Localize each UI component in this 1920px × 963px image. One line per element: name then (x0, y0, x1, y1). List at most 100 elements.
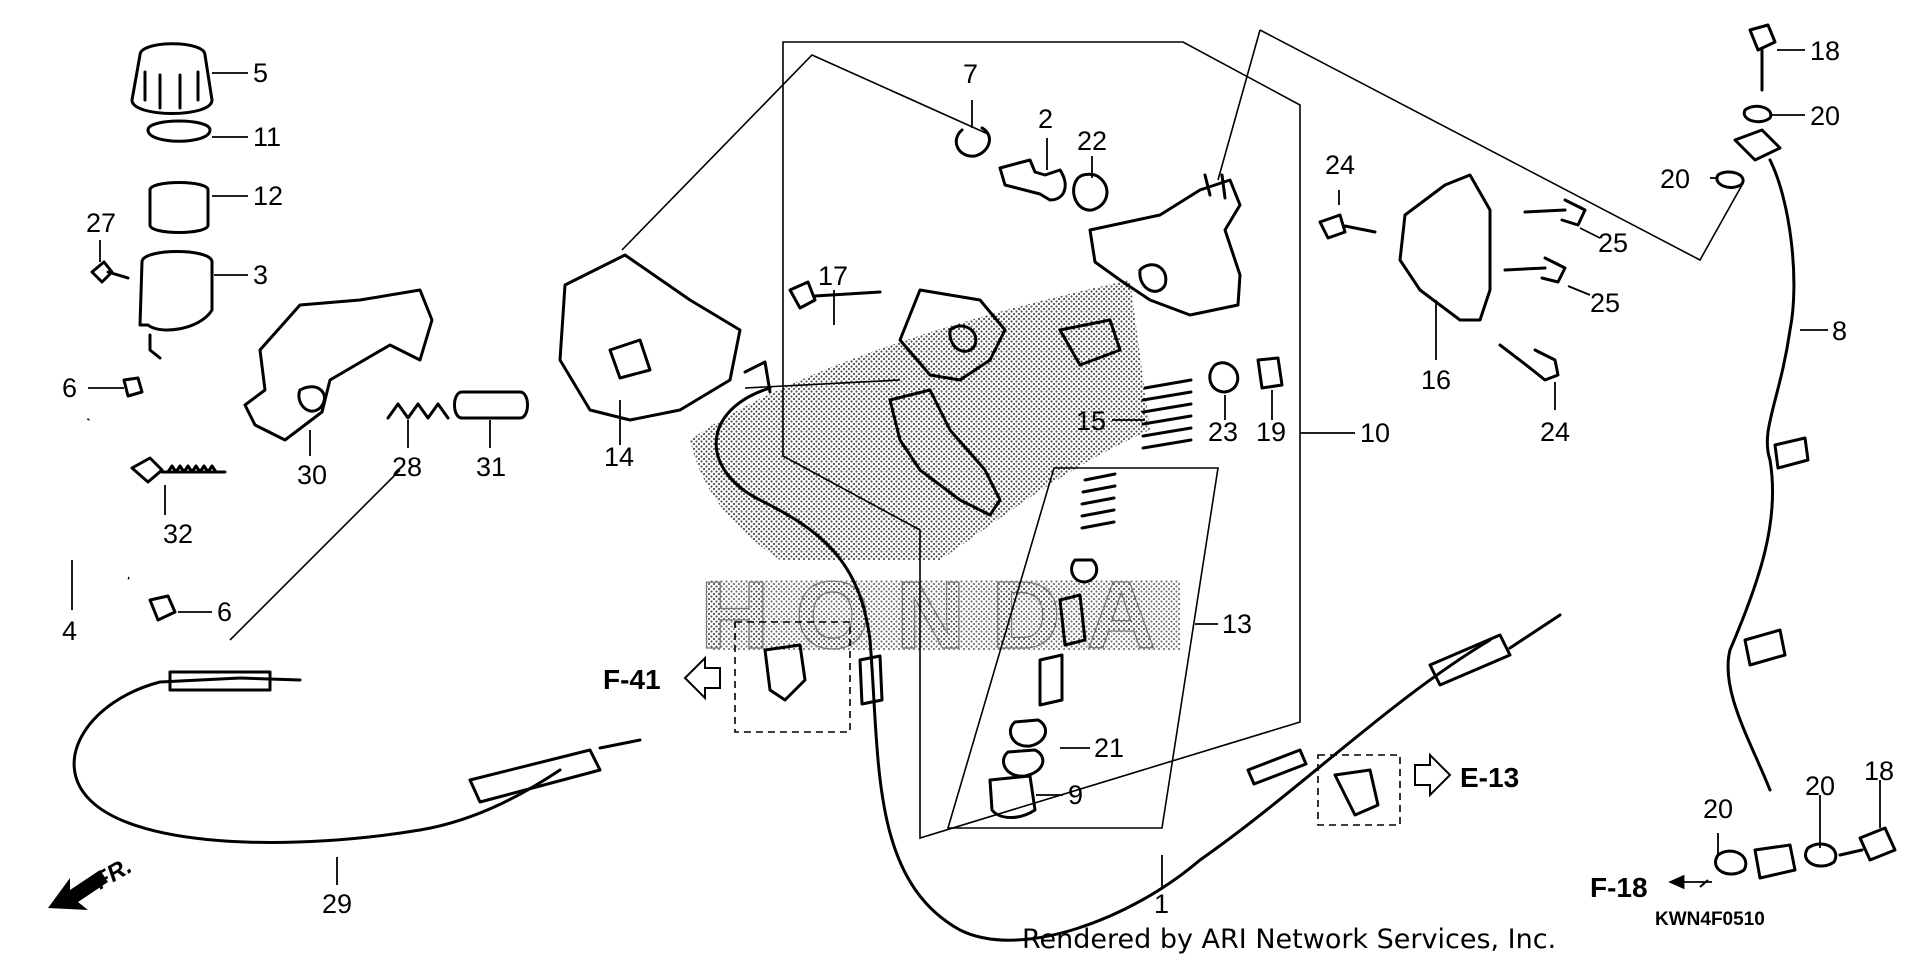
seal-21-upper (1009, 718, 1047, 748)
cover-14 (558, 253, 742, 422)
callout-6a: 6 (62, 373, 77, 403)
callout-11: 11 (253, 122, 281, 152)
callout-13: 13 (1222, 609, 1252, 639)
callout-2: 2 (1038, 104, 1053, 134)
callout-21: 21 (1094, 733, 1124, 763)
guide-lines (229, 29, 1743, 641)
hose-8-group (1714, 23, 1897, 880)
callout-29: 29 (322, 889, 352, 919)
lever-arm (898, 288, 1007, 382)
bolt-25a (1523, 198, 1587, 227)
bolt-24b (1498, 343, 1560, 382)
callout-19: 19 (1256, 417, 1286, 447)
watermark-text: HONDA (700, 562, 1182, 669)
collar-31 (453, 390, 529, 420)
o-ring-22 (1072, 172, 1109, 212)
callout-24b: 24 (1540, 417, 1570, 447)
reference-clips (763, 643, 1380, 817)
cap-19 (1256, 356, 1284, 390)
banjo (1753, 843, 1797, 880)
boot-9 (988, 774, 1037, 819)
cable-1-group (714, 360, 1562, 942)
callout-28: 28 (392, 452, 422, 482)
callout-20a: 20 (1810, 101, 1840, 131)
ref-e13-arrow (1414, 752, 1452, 798)
callout-27: 27 (86, 208, 116, 238)
callout-1: 1 (1154, 889, 1169, 919)
callout-18a: 18 (1810, 36, 1840, 66)
callout-31: 31 (476, 452, 506, 482)
reservoir-body (138, 250, 214, 332)
spring-13 (1080, 472, 1117, 530)
callout-25a: 25 (1598, 228, 1628, 258)
callout-3: 3 (253, 260, 268, 290)
callout-8: 8 (1832, 316, 1847, 346)
callout-7: 7 (963, 59, 978, 89)
callout-20d: 20 (1805, 771, 1835, 801)
front-arrow-icon (48, 870, 108, 910)
spring-15 (1141, 378, 1193, 450)
reservoir-group (46, 42, 214, 622)
ref-e13: E-13 (1460, 762, 1519, 793)
hose-8 (1726, 158, 1796, 792)
callout-23: 23 (1208, 417, 1238, 447)
assembly-outlines (734, 41, 1401, 840)
callout-12: 12 (253, 181, 283, 211)
washer-20b (1715, 170, 1745, 189)
diagram-code: KWN4F0510 (1655, 909, 1765, 930)
callout-22: 22 (1077, 126, 1107, 156)
washer-20a (1742, 104, 1773, 124)
cable-29 (72, 680, 562, 844)
spring-15-group (1141, 356, 1284, 450)
callout-20c: 20 (1703, 794, 1733, 824)
callout-4: 4 (62, 616, 77, 646)
ref-f18: F-18 (1590, 872, 1648, 903)
lever-plate (888, 388, 1002, 517)
bracket-16 (1398, 173, 1492, 322)
clip-6b (148, 594, 177, 622)
ref-f41-arrow (683, 655, 721, 701)
spring-28 (386, 402, 450, 420)
callout-14: 14 (604, 442, 634, 472)
callout-16: 16 (1421, 365, 1451, 395)
ref-f41: F-41 (603, 664, 661, 695)
diaphragm-plate (146, 119, 212, 143)
callout-18b: 18 (1864, 756, 1894, 786)
master-cylinder-body (1088, 178, 1242, 317)
piston-kit-group (988, 472, 1117, 819)
callout-labels: 5 11 12 27 3 6 4 6 32 30 28 31 14 29 7 2… (62, 36, 1894, 919)
footer-credit: Rendered by ARI Network Services, Inc. (1022, 924, 1556, 955)
clip-6a (122, 376, 144, 398)
bolt-24a (1318, 213, 1377, 240)
callout-20b: 20 (1660, 164, 1690, 194)
cable-1 (714, 386, 1492, 942)
bolt-25b (1503, 256, 1567, 284)
callout-15: 15 (1076, 406, 1106, 436)
callout-10: 10 (1360, 418, 1390, 448)
callout-25b: 25 (1590, 288, 1620, 318)
bracket-16-group (1318, 173, 1587, 382)
callout-6b: 6 (217, 597, 232, 627)
seal-21 (1002, 748, 1045, 778)
ref-f18-arrow (1699, 879, 1709, 888)
bolt-18b (1838, 826, 1897, 862)
diaphragm (148, 181, 210, 234)
cable-29-group (72, 670, 642, 844)
callout-17: 17 (818, 261, 848, 291)
bolt-17 (788, 280, 882, 310)
reference-arrows: F-41 E-13 F-18 (603, 655, 1712, 903)
callout-9: 9 (1068, 780, 1083, 810)
bolt-27 (90, 260, 130, 284)
washer-20c (1714, 849, 1748, 876)
callout-5: 5 (253, 58, 268, 88)
master-cylinder-group (1058, 173, 1242, 367)
bracket-group (130, 288, 529, 484)
bracket-30 (243, 288, 434, 442)
front-marker: FR. (48, 852, 136, 910)
lever-group (788, 126, 1109, 517)
reservoir-cap (130, 42, 214, 115)
callout-32: 32 (163, 519, 193, 549)
piston-body (1058, 318, 1122, 367)
